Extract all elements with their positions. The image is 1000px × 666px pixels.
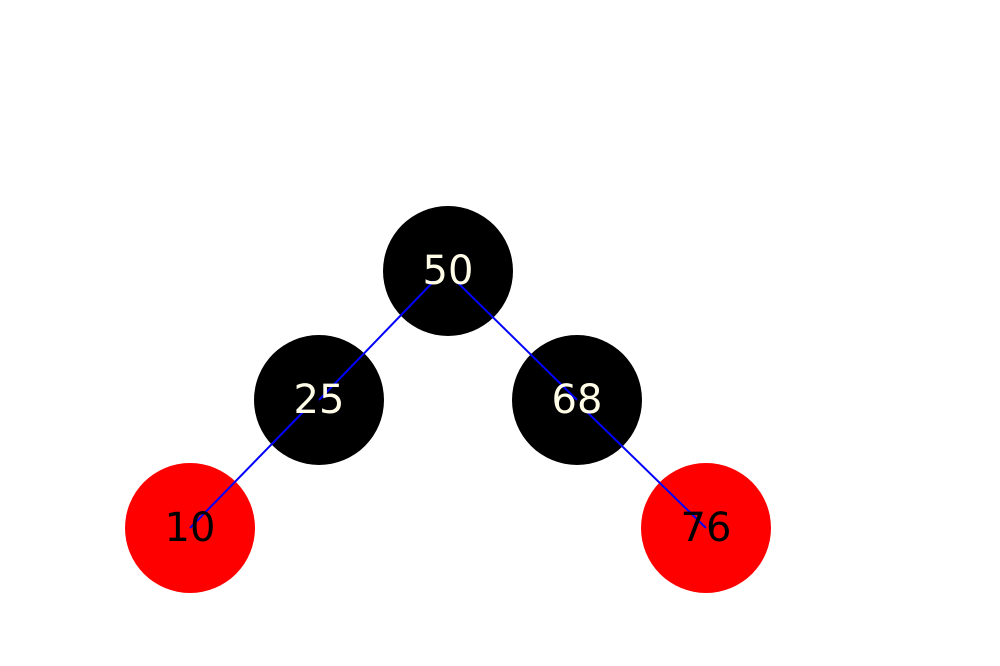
tree-node-label-68: 68	[552, 377, 603, 423]
edges-layer	[189, 280, 707, 529]
tree-node-50	[383, 206, 513, 336]
tree-edge-50-68	[455, 280, 578, 401]
tree-edge-25-10	[189, 409, 306, 529]
tree-node-label-10: 10	[165, 505, 216, 551]
tree-node-label-76: 76	[681, 505, 732, 551]
tree-node-label-50: 50	[423, 248, 474, 294]
tree-node-label-25: 25	[294, 377, 345, 423]
labels-layer: 50 25 68 10 76	[165, 248, 732, 551]
tree-edge-50-25	[318, 280, 435, 401]
tree-edge-68-76	[584, 409, 707, 529]
